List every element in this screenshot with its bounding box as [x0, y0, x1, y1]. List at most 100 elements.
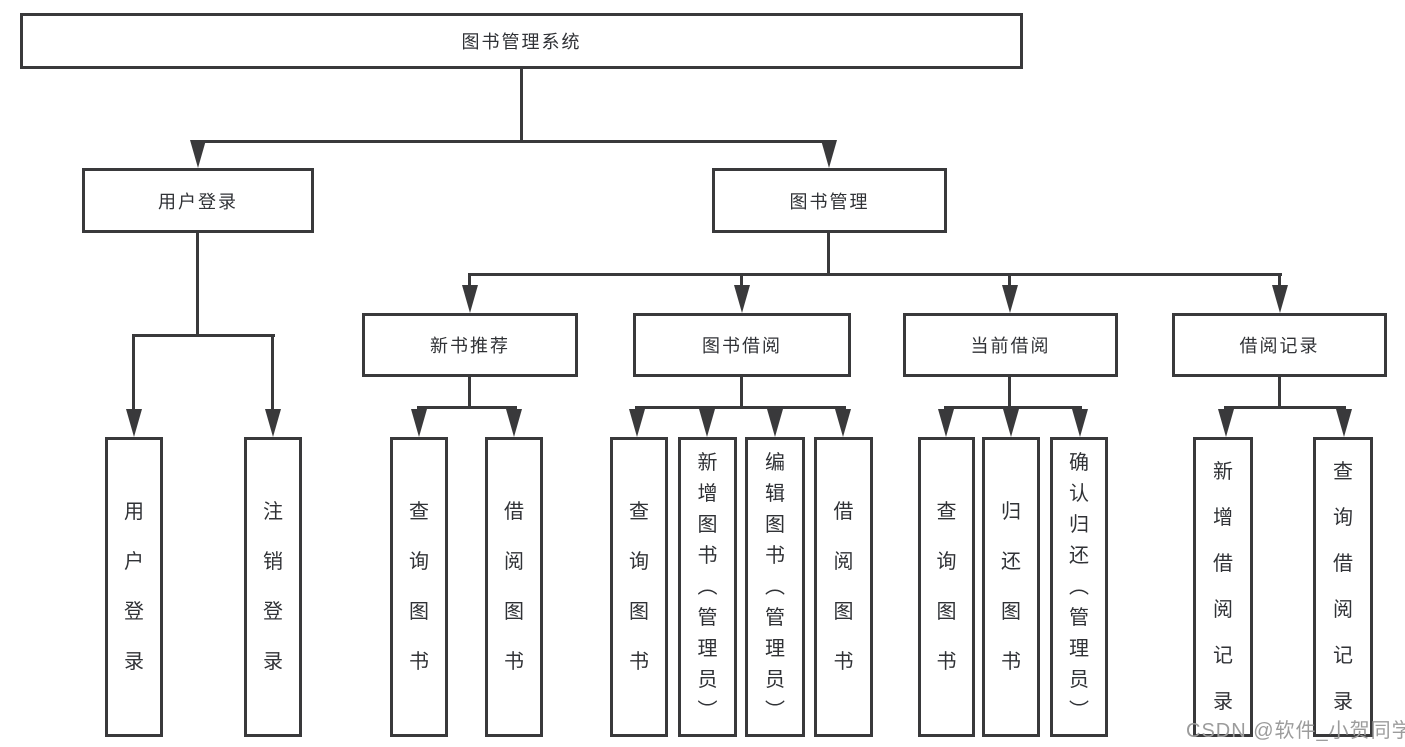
leaf-label: 归还图书	[985, 440, 1037, 734]
vertical-char: 查	[936, 501, 957, 523]
vertical-char: 录	[124, 651, 144, 673]
vertical-char: 借	[504, 501, 524, 523]
arrow-down-icon	[1002, 285, 1018, 313]
leaf-search-borrow-record: 查询借阅记录	[1313, 437, 1373, 737]
connector-hline	[635, 406, 846, 409]
vertical-char: 书	[504, 651, 524, 673]
leaf-search-books-recommend: 查询图书	[390, 437, 448, 737]
node-library-management-system: 图书管理系统	[20, 13, 1023, 69]
vertical-char: 记	[1213, 645, 1233, 667]
node-new-book-recommendation: 新书推荐	[362, 313, 578, 377]
vertical-char: 注	[263, 501, 283, 523]
vertical-char: 图	[765, 514, 785, 536]
node-book-management-branch: 图书管理	[712, 168, 947, 233]
vertical-char: ︵	[765, 576, 785, 598]
vertical-char: 销	[263, 551, 283, 573]
vertical-char: 书	[765, 545, 785, 567]
leaf-label: 查询图书	[613, 440, 665, 734]
vertical-char: 图	[1001, 601, 1021, 623]
vertical-char: 书	[833, 651, 854, 673]
vertical-char: 录	[263, 651, 283, 673]
vertical-char: 借	[1213, 553, 1233, 575]
vertical-char: 增	[1213, 507, 1233, 529]
vertical-char: 录	[1333, 691, 1353, 713]
connector-vline	[740, 273, 743, 287]
vertical-char: 图	[409, 601, 429, 623]
vertical-char: 图	[697, 514, 718, 536]
connector-vline	[520, 69, 523, 143]
node-label: 图书借阅	[702, 336, 782, 356]
arrow-down-icon	[190, 140, 206, 168]
arrow-down-icon	[734, 285, 750, 313]
vertical-char: 管	[765, 607, 785, 629]
vertical-char: 借	[1333, 553, 1353, 575]
vertical-char: 员	[765, 669, 785, 691]
vertical-char: 登	[263, 601, 283, 623]
vertical-char: 书	[697, 545, 718, 567]
vertical-char: 询	[1333, 507, 1353, 529]
leaf-label: 新增借阅记录	[1196, 440, 1250, 734]
vertical-char: 理	[697, 638, 718, 660]
arrow-down-icon	[938, 409, 954, 437]
arrow-down-icon	[411, 409, 427, 437]
vertical-char: 书	[1001, 651, 1021, 673]
vertical-char: 询	[629, 551, 649, 573]
vertical-char: 认	[1069, 483, 1089, 505]
node-label: 图书管理	[789, 191, 870, 212]
vertical-char: 图	[629, 601, 649, 623]
vertical-char: 理	[1069, 638, 1089, 660]
vertical-char: 询	[409, 551, 429, 573]
connector-vline	[132, 334, 135, 410]
connector-vline	[468, 273, 471, 287]
node-borrowing-records: 借阅记录	[1172, 313, 1387, 377]
vertical-char: 查	[1333, 461, 1353, 483]
node-label: 当前借阅	[970, 336, 1051, 356]
vertical-char: 新	[697, 452, 718, 474]
node-label: 用户登录	[158, 191, 238, 212]
leaf-add-books-admin: 新增图书︵管理员︶	[678, 437, 737, 737]
leaf-label: 查询图书	[921, 440, 972, 734]
arrow-down-icon	[462, 285, 478, 313]
leaf-edit-books-admin: 编辑图书 ︵ 管理员 ︶	[745, 437, 805, 737]
connector-hline	[468, 273, 1282, 276]
arrow-down-icon	[1218, 409, 1234, 437]
arrow-down-icon	[767, 409, 783, 437]
vertical-char: 还	[1069, 545, 1089, 567]
vertical-char: 阅	[1333, 599, 1353, 621]
leaf-user-login: 用户登录	[105, 437, 163, 737]
vertical-char: ︶	[765, 700, 785, 722]
vertical-char: 增	[697, 483, 718, 505]
connector-vline	[1278, 377, 1281, 408]
leaf-logout-login: 注销登录	[244, 437, 302, 737]
root-title: 图书管理系统	[461, 32, 582, 52]
node-label: 借阅记录	[1239, 336, 1320, 356]
vertical-char: 辑	[765, 483, 785, 505]
vertical-char: 图	[936, 601, 957, 623]
vertical-char: ︵	[1069, 576, 1089, 598]
vertical-char: 编	[765, 452, 785, 474]
leaf-label: 编辑图书 ︵ 管理员 ︶	[748, 440, 802, 734]
vertical-char: ︶	[1069, 700, 1089, 722]
vertical-char: 书	[629, 651, 649, 673]
vertical-char: 理	[765, 638, 785, 660]
vertical-char: 图	[833, 601, 854, 623]
arrow-down-icon	[629, 409, 645, 437]
leaf-return-books: 归还图书	[982, 437, 1040, 737]
arrow-down-icon	[699, 409, 715, 437]
arrow-down-icon	[1003, 409, 1019, 437]
leaf-search-books-current: 查询图书	[918, 437, 975, 737]
connector-hline	[944, 406, 1082, 409]
vertical-char: 询	[936, 551, 957, 573]
leaf-add-borrow-record: 新增借阅记录	[1193, 437, 1253, 737]
vertical-char: 确	[1069, 452, 1089, 474]
vertical-char: 户	[124, 551, 144, 573]
arrow-down-icon	[1336, 409, 1352, 437]
vertical-char: 用	[124, 501, 144, 523]
leaf-confirm-return-admin: 确认归还︵管理员︶	[1050, 437, 1108, 737]
vertical-char: 还	[1001, 551, 1021, 573]
leaf-label: 查询图书	[393, 440, 445, 734]
connector-vline	[827, 233, 830, 275]
leaf-label: 借阅图书	[488, 440, 540, 734]
connector-vline	[196, 233, 199, 336]
